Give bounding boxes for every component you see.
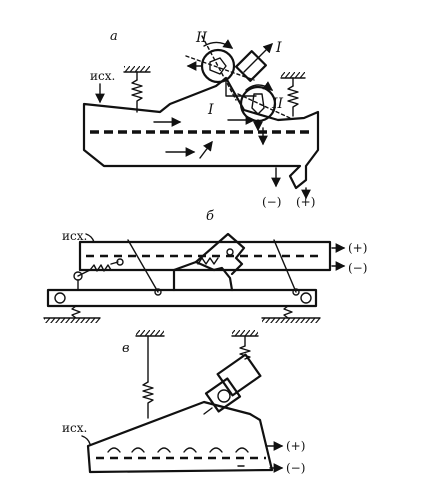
panel-v: в исх. (+): [62, 330, 305, 475]
vibrator-motor: [203, 353, 262, 415]
base-frame: [46, 288, 318, 308]
flow-arrow: [199, 140, 213, 159]
axis-label-I-upper: I: [275, 40, 282, 56]
outlet-plus-v: (+): [286, 439, 305, 453]
outlet-minus-a: (−): [262, 195, 281, 209]
vibrator-upper: II I: [185, 30, 255, 118]
ceiling-support-right: [280, 72, 306, 117]
drive-mechanism: [172, 232, 246, 292]
separator-body-v: [86, 400, 274, 474]
input-label-v: исх.: [62, 421, 87, 435]
axis-label-II: II: [195, 30, 208, 46]
panel-b: б исх.: [43, 209, 367, 323]
panel-v-letter: в: [122, 341, 130, 356]
suspension-link: [273, 239, 297, 293]
sieve-box-b: [78, 240, 332, 272]
axis-label-II-lower: II: [271, 96, 284, 112]
input-label-a: исх.: [90, 69, 115, 83]
flow-marks-v: [107, 447, 249, 453]
vibrator-box: I: [235, 40, 282, 82]
ceiling-support-left: [123, 66, 151, 113]
floor-support-right: [261, 305, 321, 323]
panel-a-letter: а: [110, 29, 118, 44]
crank-drive: [73, 258, 124, 291]
panel-b-letter: б: [206, 209, 214, 224]
outlet-plus-a: (+): [296, 195, 315, 209]
separator-housing: [82, 76, 320, 190]
floor-support-left: [43, 305, 101, 323]
input-label-b: исх.: [62, 229, 87, 243]
outlet-plus-b: (+): [348, 241, 367, 255]
suspension-link: [127, 239, 159, 293]
outlet-minus-v: (−): [286, 461, 305, 475]
vibrator-lower: II: [237, 81, 291, 132]
ceiling-support-v-left: [135, 330, 165, 419]
outlet-minus-b: (−): [348, 261, 367, 275]
ceiling-support-v-right: [231, 330, 259, 360]
axis-label-I: I: [207, 102, 214, 118]
panel-a: а исх.: [82, 29, 320, 209]
